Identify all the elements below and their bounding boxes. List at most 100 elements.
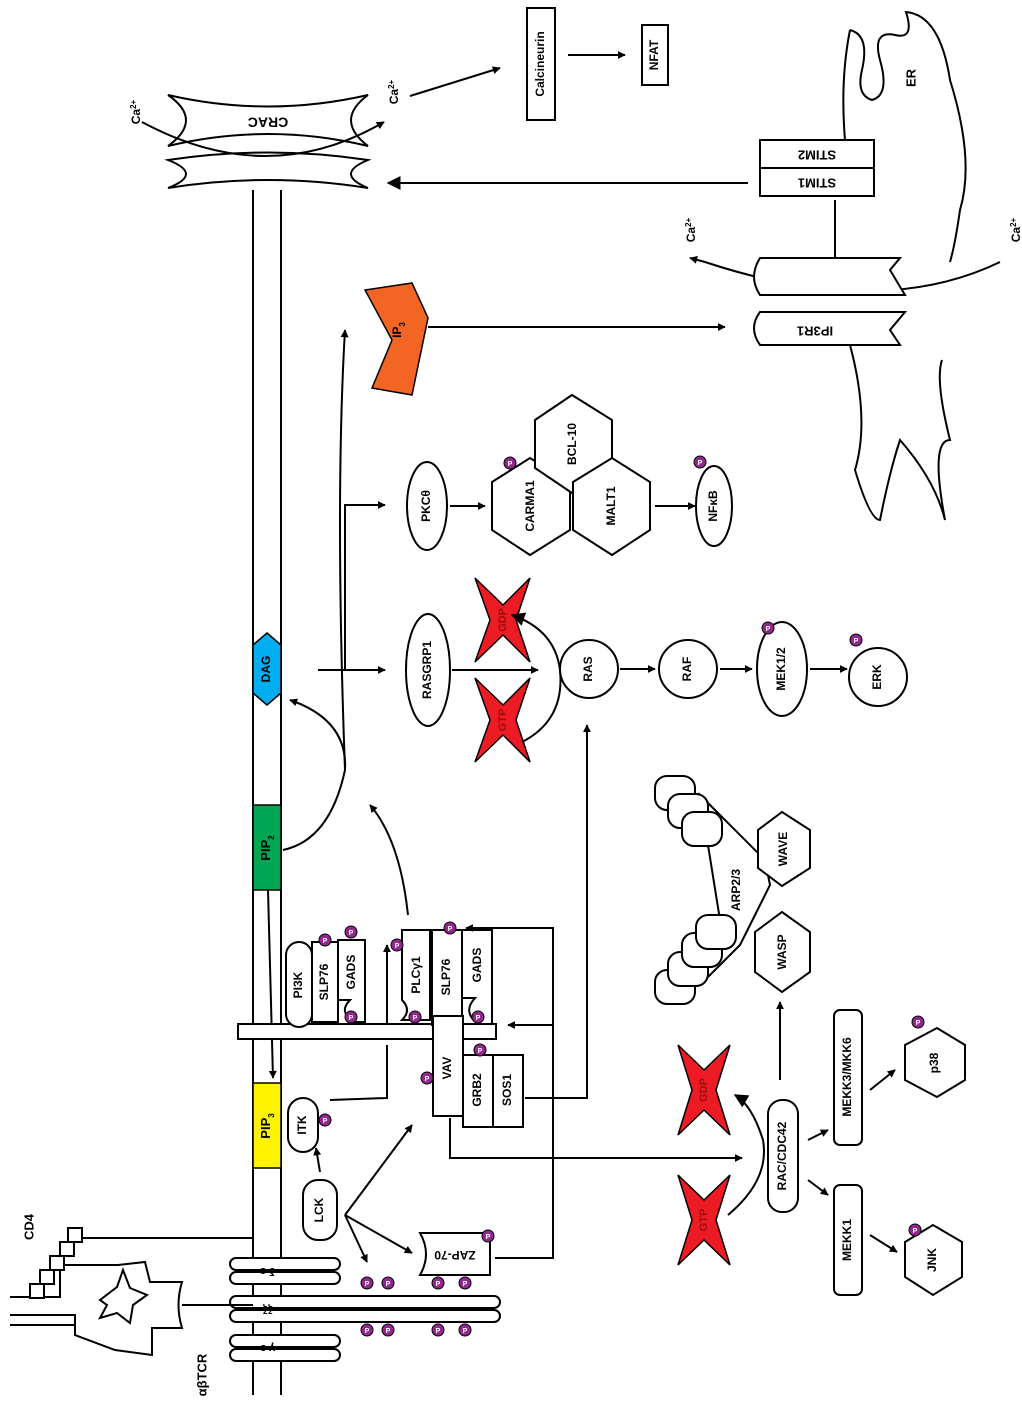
phospho-gads-1b: P <box>345 1011 357 1023</box>
svg-text:P: P <box>448 926 453 933</box>
svg-text:P: P <box>463 1328 468 1335</box>
plasma-membrane <box>253 190 281 1395</box>
phospho-zeta-2: P <box>382 1277 394 1289</box>
svg-text:P: P <box>463 1281 468 1288</box>
phospho-zeta-4: P <box>459 1277 471 1289</box>
carma1-label: CARMA1 <box>523 480 537 532</box>
cd4-label: CD4 <box>21 1213 36 1240</box>
phospho-plcg1b: P <box>409 1011 421 1023</box>
abtcr-label: αβTCR <box>194 1353 209 1396</box>
ip3-molecule: IP3 <box>365 283 725 395</box>
pkc-label: PKCθ <box>419 490 433 522</box>
phospho-gads-2: P <box>472 1011 484 1023</box>
calcium-label-er-out: Ca2+ <box>684 217 699 242</box>
svg-text:P: P <box>365 1281 370 1288</box>
ras-pathway: RASGRP1 GDP GTP RAS RAF MEK1/2 ERK <box>406 578 907 762</box>
gamma-eps-label: γ ε <box>260 1342 275 1354</box>
membrane-lipids: DAG PIP2 PIP3 <box>253 633 281 1168</box>
phospho-slp76-1: P <box>319 934 331 946</box>
gdp-label-rac: GDP <box>698 1078 710 1102</box>
gdp-label-ras: GDP <box>497 608 509 632</box>
vav-label: VAV <box>440 1057 454 1080</box>
raf-label: RAF <box>680 657 694 682</box>
phospho-zeta-1: P <box>361 1277 373 1289</box>
phospho-zeta-5: P <box>361 1324 373 1336</box>
svg-text:P: P <box>436 1281 441 1288</box>
zeta-label: ζζ <box>263 1303 273 1315</box>
jnk-label: JNK <box>925 1248 939 1272</box>
nfkb-label: NFκB <box>706 490 720 522</box>
sos1-label: SOS1 <box>500 1074 514 1106</box>
stim2-label: STIM2 <box>798 148 836 163</box>
endoplasmic-reticulum: ER STIM1 STIM2 IP3R1 <box>388 12 966 520</box>
svg-text:P: P <box>916 1020 921 1027</box>
phospho-p38: P <box>912 1016 924 1028</box>
pkc-cbm-nfkb: PKCθ CARMA1 BCL-10 MALT1 NFκB <box>407 395 732 555</box>
phospho-grb2: P <box>474 1044 486 1056</box>
phospho-zap70: P <box>482 1230 494 1242</box>
slp76-label-1: SLP76 <box>317 963 331 1000</box>
phospho-erk: P <box>850 634 862 646</box>
phospho-nfkb: P <box>694 456 706 468</box>
mek-label: MEK1/2 <box>774 647 788 691</box>
grb2-label: GRB2 <box>470 1073 484 1107</box>
ip3-shape <box>365 283 428 395</box>
phospho-zeta-6: P <box>382 1324 394 1336</box>
wasp-label: WASP <box>775 934 789 969</box>
calcineurin-label: Calcineurin <box>533 31 547 96</box>
svg-text:P: P <box>386 1281 391 1288</box>
svg-text:P: P <box>766 626 771 633</box>
ras-label: RAS <box>581 656 595 681</box>
svg-text:P: P <box>476 1015 481 1022</box>
pi3k-label: PI3K <box>291 971 305 998</box>
svg-text:P: P <box>323 938 328 945</box>
phospho-jnk: P <box>909 1224 921 1236</box>
svg-text:P: P <box>395 943 400 950</box>
wave-label: WAVE <box>776 832 790 866</box>
svg-text:P: P <box>698 460 703 467</box>
svg-text:P: P <box>349 930 354 937</box>
dag-label: DAG <box>259 656 273 683</box>
arp23-label: ARP2/3 <box>729 869 743 911</box>
gads-label-2: GADS <box>470 948 484 983</box>
calcium-label-crac-in: Ca2+ <box>129 99 144 124</box>
ip3r1-label: IP3R1 <box>797 324 833 339</box>
crac-label: CRAC <box>248 114 288 130</box>
gtp-label-rac: GTP <box>698 1209 710 1232</box>
ip3r1-upper <box>754 258 905 295</box>
cd3-gamma-eps-1 <box>230 1335 340 1347</box>
mekk36-label: MEKK3/MKK6 <box>840 1037 854 1117</box>
calcium-label-crac-out: Ca2+ <box>387 79 402 104</box>
nfat-label: NFAT <box>647 39 661 70</box>
rasgrp1-label: RASGRP1 <box>420 641 434 699</box>
mekk1-label: MEKK1 <box>840 1219 854 1261</box>
erk-label: ERK <box>870 664 884 690</box>
svg-text:P: P <box>508 461 513 468</box>
svg-text:P: P <box>349 1015 354 1022</box>
svg-text:P: P <box>478 1048 483 1055</box>
zap70-label: ZAP-70 <box>434 1248 476 1262</box>
p38-label: p38 <box>927 1052 941 1073</box>
antigen-star <box>100 1270 147 1323</box>
gtp-label-ras: GTP <box>497 709 509 732</box>
phospho-zeta-8: P <box>459 1324 471 1336</box>
svg-text:P: P <box>386 1328 391 1335</box>
plcg1-label: PLCγ1 <box>409 956 423 994</box>
phospho-vav: P <box>421 1072 433 1084</box>
cd4-coreceptor: CD4 <box>21 1213 253 1298</box>
cd3-delta-eps-1 <box>230 1258 340 1270</box>
crac-channel: CRAC <box>168 95 368 188</box>
calcineurin-nfat: Calcineurin NFAT <box>410 8 668 120</box>
phospho-plcg1a: P <box>391 939 403 951</box>
abtcr-shape <box>10 1262 182 1355</box>
cd3-delta-eps-2 <box>230 1272 340 1284</box>
malt1-label: MALT1 <box>604 486 618 525</box>
er-membrane <box>850 12 966 262</box>
phospho-itk: P <box>319 1114 331 1126</box>
bcl10-label: BCL-10 <box>565 423 579 465</box>
svg-text:P: P <box>323 1118 328 1125</box>
delta-eps-label: δ ε <box>260 1265 276 1277</box>
phospho-gads-1a: P <box>345 926 357 938</box>
svg-text:P: P <box>854 638 859 645</box>
